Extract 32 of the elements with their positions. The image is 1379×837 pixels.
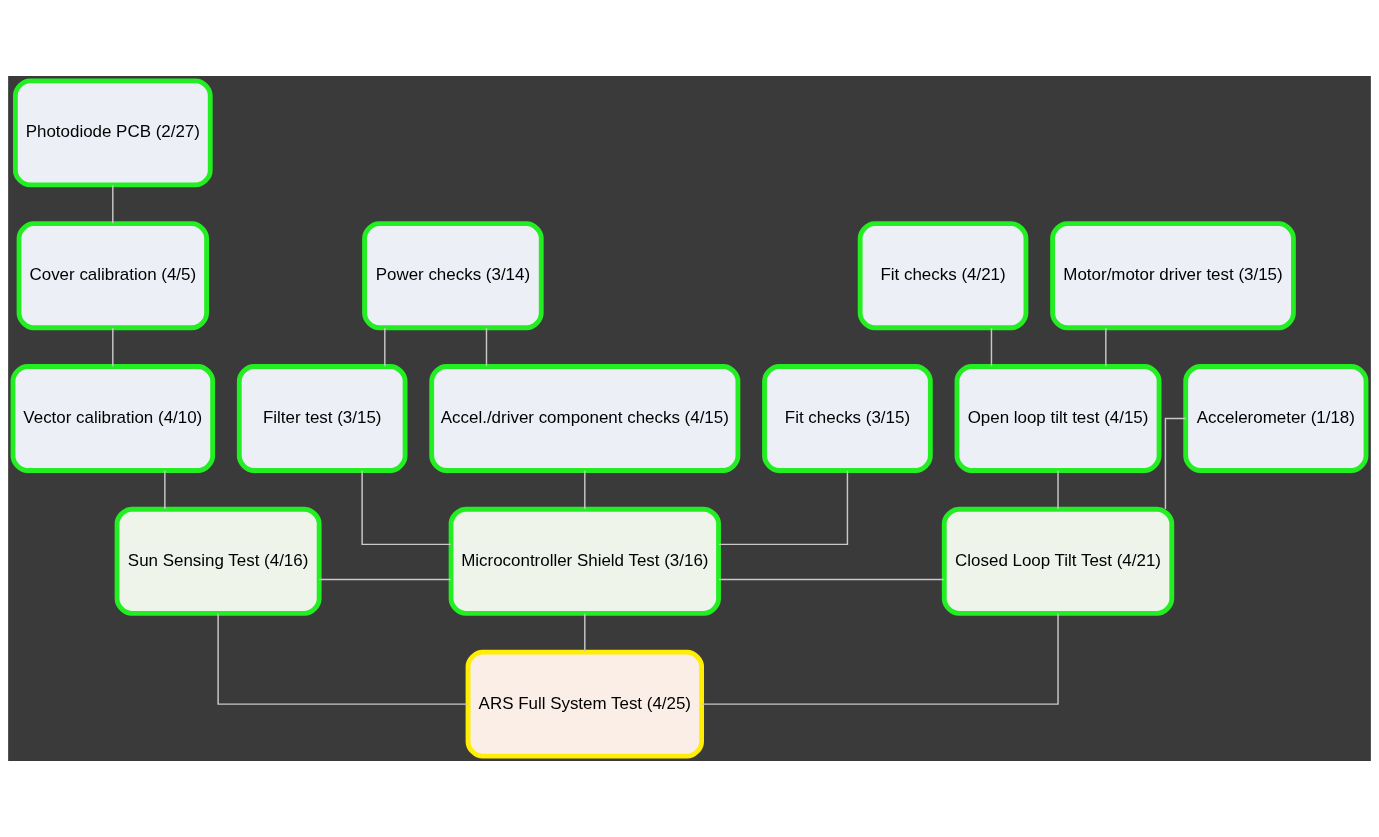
connector [718, 578, 945, 581]
node-box: Power checks (3/14) [362, 221, 544, 331]
node-box: Accel./driver component checks (4/15) [429, 364, 741, 473]
connector [1164, 417, 1187, 510]
connector [718, 470, 849, 546]
node-box: Motor/motor driver test (3/15) [1050, 221, 1296, 331]
node-box: Vector calibration (4/10) [10, 364, 216, 473]
connector [584, 470, 586, 510]
connector [217, 612, 469, 705]
node-box: Microcontroller Shield Test (3/16) [448, 506, 721, 616]
node-box: Filter test (3/15) [236, 364, 408, 473]
connector [112, 184, 114, 225]
connector [384, 327, 386, 367]
connector [701, 612, 1059, 705]
node-box: Cover calibration (4/5) [16, 221, 210, 331]
connector [318, 578, 452, 581]
node-box: Photodiode PCB (2/27) [12, 78, 213, 188]
connector [1057, 470, 1059, 510]
connector [584, 612, 586, 653]
node-box: Fit checks (3/15) [762, 364, 933, 473]
node-box: Open loop tilt test (4/15) [954, 364, 1162, 473]
node-box: Sun Sensing Test (4/16) [114, 506, 322, 616]
connector [990, 327, 993, 367]
connector [112, 327, 114, 367]
connector [1105, 327, 1107, 367]
connector [164, 470, 166, 510]
node-box: Closed Loop Tilt Test (4/21) [941, 506, 1175, 616]
connector [361, 470, 452, 546]
node-box: Fit checks (4/21) [857, 221, 1029, 331]
connector [485, 327, 488, 367]
node-box: ARS Full System Test (4/25) [465, 649, 704, 759]
node-box: Accelerometer (1/18) [1183, 364, 1369, 473]
